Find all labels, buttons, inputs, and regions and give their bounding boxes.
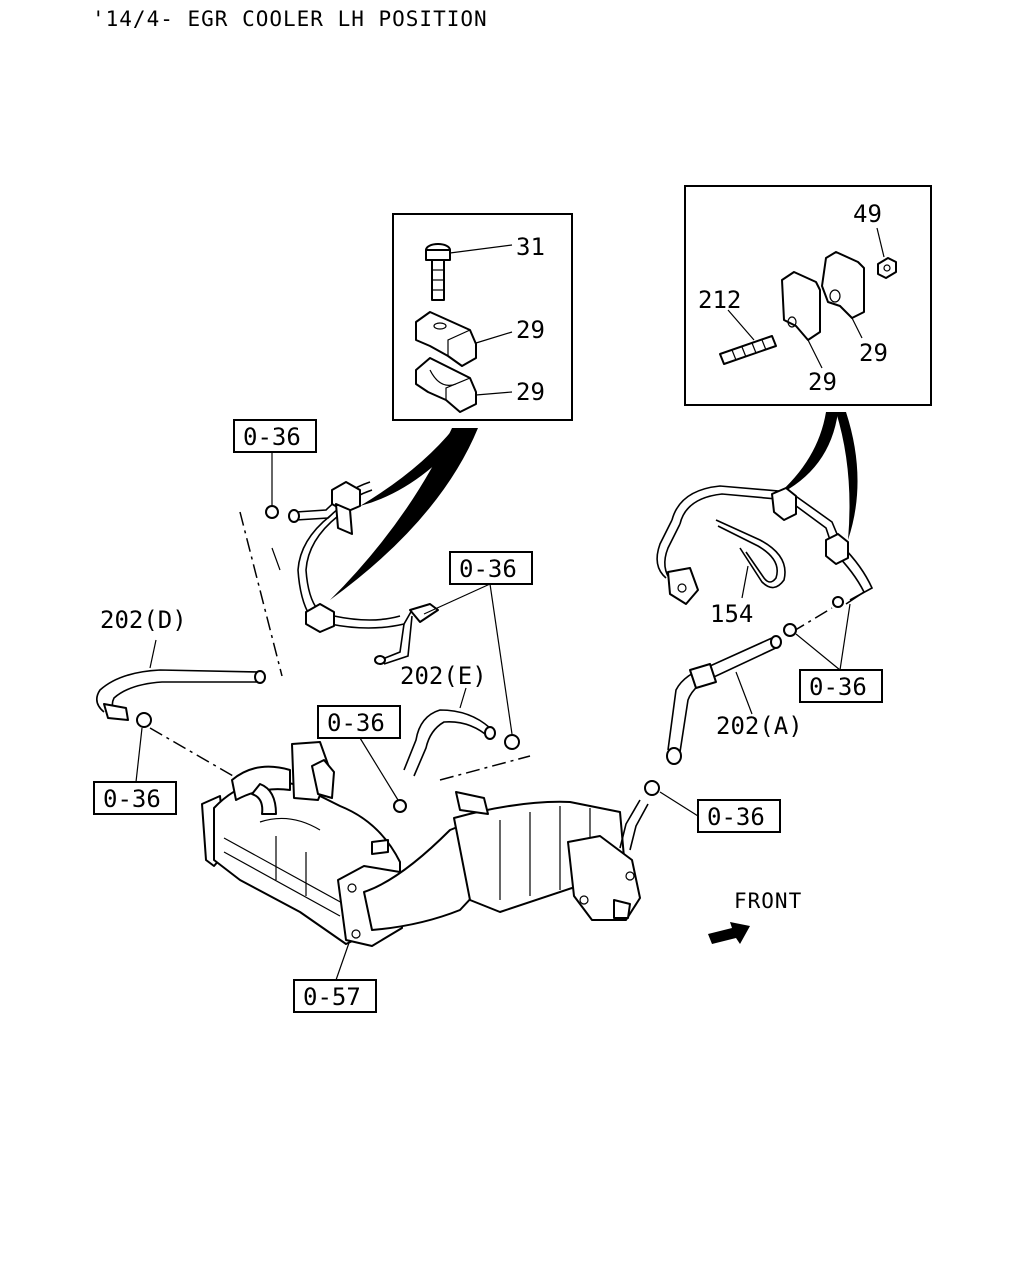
- hose-clamp-6: [783, 623, 797, 637]
- diagram-title: '14/4- EGR COOLER LH POSITION: [92, 7, 488, 31]
- egr-pipe-right: [656, 485, 874, 608]
- hose-clamp-4: [393, 799, 407, 813]
- callout-0-36-right-lower: 0-36: [659, 791, 781, 833]
- callout-0-36-center: 0-36: [317, 705, 401, 801]
- detail-box-left: 31 29 29: [392, 213, 573, 421]
- callout-0-57: 0-57: [293, 939, 377, 1013]
- callout-0-36-mid: 0-36: [423, 551, 533, 735]
- hose-clamp-1: [265, 505, 279, 519]
- hose-202-a: 202(A): [666, 607, 833, 765]
- label-part-31: 31: [516, 233, 545, 261]
- clamp-half-upper: [415, 311, 477, 367]
- label-part-154: 154: [710, 600, 753, 628]
- callout-0-36-top-left: 0-36: [233, 419, 317, 506]
- hose-202-d: 202(D): [96, 511, 283, 781]
- hose-clamp-5: [644, 780, 660, 796]
- label-hose-202-a: 202(A): [716, 712, 803, 740]
- hose-202-e: 202(E): [400, 662, 531, 781]
- label-hose-202-d: 202(D): [100, 606, 187, 634]
- label-part-212: 212: [698, 286, 741, 314]
- callout-text: 0-36: [103, 785, 161, 813]
- front-arrow-icon: [708, 922, 750, 944]
- callout-text: 0-36: [707, 803, 765, 831]
- label-part-29-lower: 29: [516, 378, 545, 406]
- detail-pointer-right: [776, 412, 858, 540]
- bolt-31: [425, 243, 451, 301]
- label-part-29-rear: 29: [859, 339, 888, 367]
- callout-text: 0-36: [809, 673, 867, 701]
- front-direction-indicator: FRONT: [708, 889, 802, 944]
- bracket-half-front: [781, 271, 821, 341]
- callout-text: 0-36: [243, 423, 301, 451]
- callout-0-36-left: 0-36: [93, 727, 177, 815]
- egr-cooler-assembly: [201, 741, 649, 947]
- label-part-49: 49: [853, 200, 882, 228]
- front-label: FRONT: [734, 889, 802, 913]
- egr-pipe-left: [271, 481, 439, 665]
- detail-box-right: 49 212 29 29: [684, 185, 932, 406]
- label-part-29-upper: 29: [516, 316, 545, 344]
- clamp-half-lower: [415, 357, 477, 413]
- hose-clamps: [136, 505, 797, 813]
- callout-text: 0-57: [303, 983, 361, 1011]
- hose-clamp-2: [136, 712, 152, 728]
- label-part-29-front: 29: [808, 368, 837, 396]
- bracket-half-rear: [821, 251, 865, 319]
- hose-clamp-3: [504, 734, 520, 750]
- nut-49: [877, 257, 897, 279]
- stud-212: [719, 335, 777, 365]
- callout-0-36-right-upper: 0-36: [795, 603, 883, 703]
- cable-tie-154: 154: [710, 519, 786, 628]
- label-hose-202-e: 202(E): [400, 662, 487, 690]
- detail-pointer-left: [330, 428, 478, 600]
- callout-text: 0-36: [327, 709, 385, 737]
- callout-text: 0-36: [459, 555, 517, 583]
